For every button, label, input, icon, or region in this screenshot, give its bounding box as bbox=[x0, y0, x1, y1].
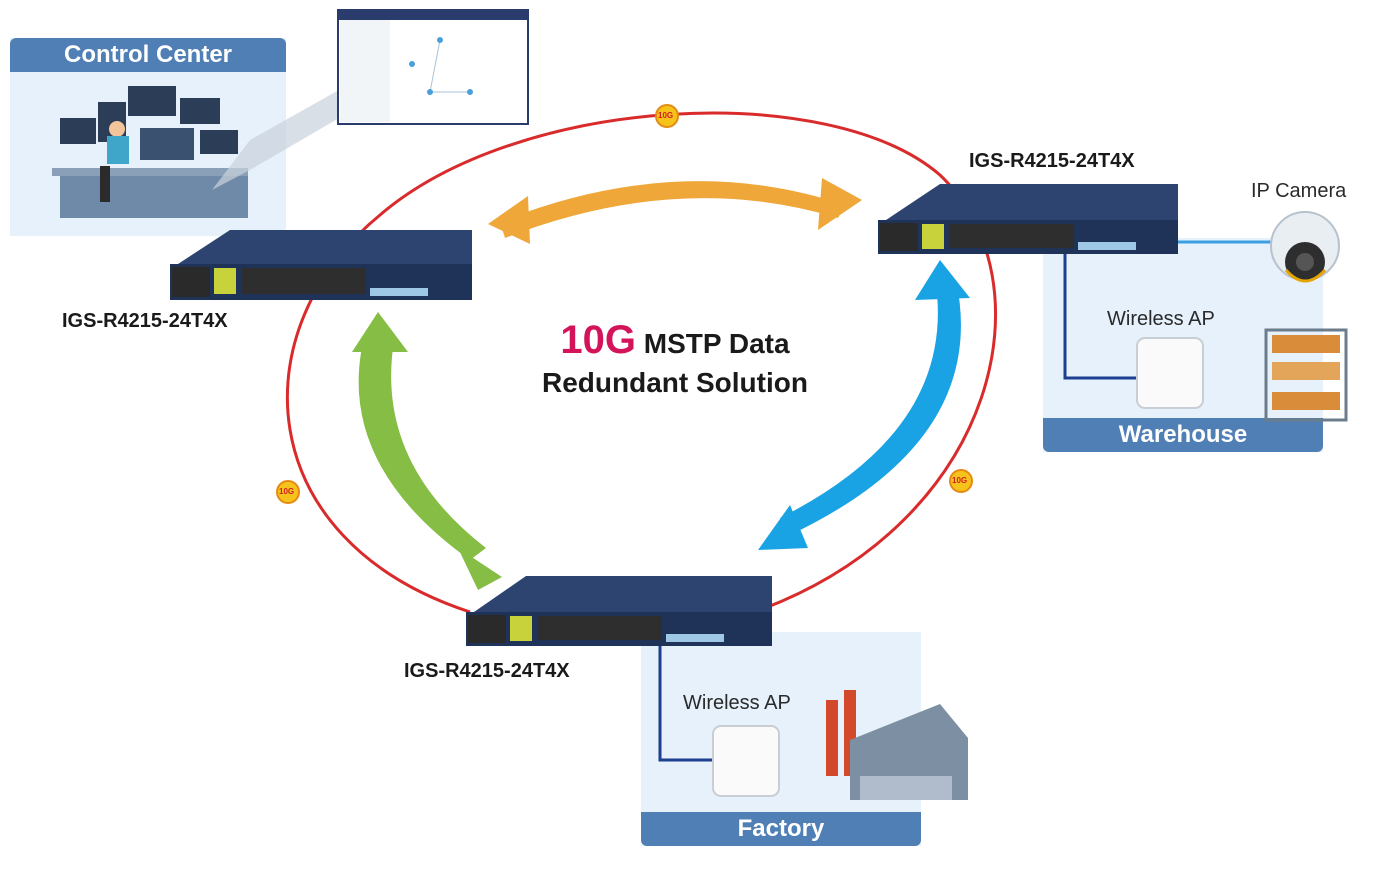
link-badge-top bbox=[655, 104, 679, 128]
factory-title: Factory bbox=[641, 812, 921, 846]
switch-bottom-label: IGS-R4215-24T4X bbox=[404, 660, 570, 682]
link-badge-right bbox=[949, 469, 973, 493]
title-line-1: MSTP Data bbox=[636, 328, 790, 359]
warehouse-title: Warehouse bbox=[1043, 418, 1323, 452]
warehouse-link-line bbox=[1063, 248, 1140, 380]
title-highlight: 10G bbox=[560, 318, 637, 362]
diagram-title: 10G MSTP Data Redundant Solution bbox=[520, 318, 830, 399]
factory-link-line bbox=[658, 640, 715, 762]
wireless-ap-warehouse-label: Wireless AP bbox=[1107, 308, 1215, 330]
warehouse-shelves-icon bbox=[1264, 328, 1348, 422]
wireless-ap-factory-label: Wireless AP bbox=[683, 692, 791, 714]
arrow-left bbox=[352, 312, 502, 590]
link-badge-top-label: 10G bbox=[658, 111, 674, 120]
control-room-illustration bbox=[52, 86, 248, 218]
link-badge-left bbox=[276, 480, 300, 504]
ip-camera-icon bbox=[1270, 211, 1340, 283]
switch-bottom bbox=[466, 576, 772, 646]
wireless-ap-factory-icon bbox=[712, 725, 780, 797]
zoom-callout bbox=[212, 86, 346, 190]
arrow-top bbox=[488, 178, 862, 244]
switch-right-label: IGS-R4215-24T4X bbox=[969, 150, 1135, 172]
switch-left-label: IGS-R4215-24T4X bbox=[62, 310, 228, 332]
switch-right bbox=[878, 184, 1178, 254]
wireless-ap-warehouse-icon bbox=[1136, 337, 1204, 409]
arrow-right bbox=[758, 260, 970, 550]
title-line-2: Redundant Solution bbox=[542, 367, 808, 398]
link-badge-left-label: 10G bbox=[279, 487, 295, 496]
redundant-ring bbox=[285, 111, 997, 614]
link-badge-right-label: 10G bbox=[952, 476, 968, 485]
management-ui-thumbnail bbox=[337, 9, 529, 125]
ip-camera-label: IP Camera bbox=[1251, 180, 1347, 202]
control-center-title: Control Center bbox=[10, 38, 286, 72]
factory-building-icon bbox=[826, 690, 968, 800]
switch-left bbox=[170, 230, 472, 300]
